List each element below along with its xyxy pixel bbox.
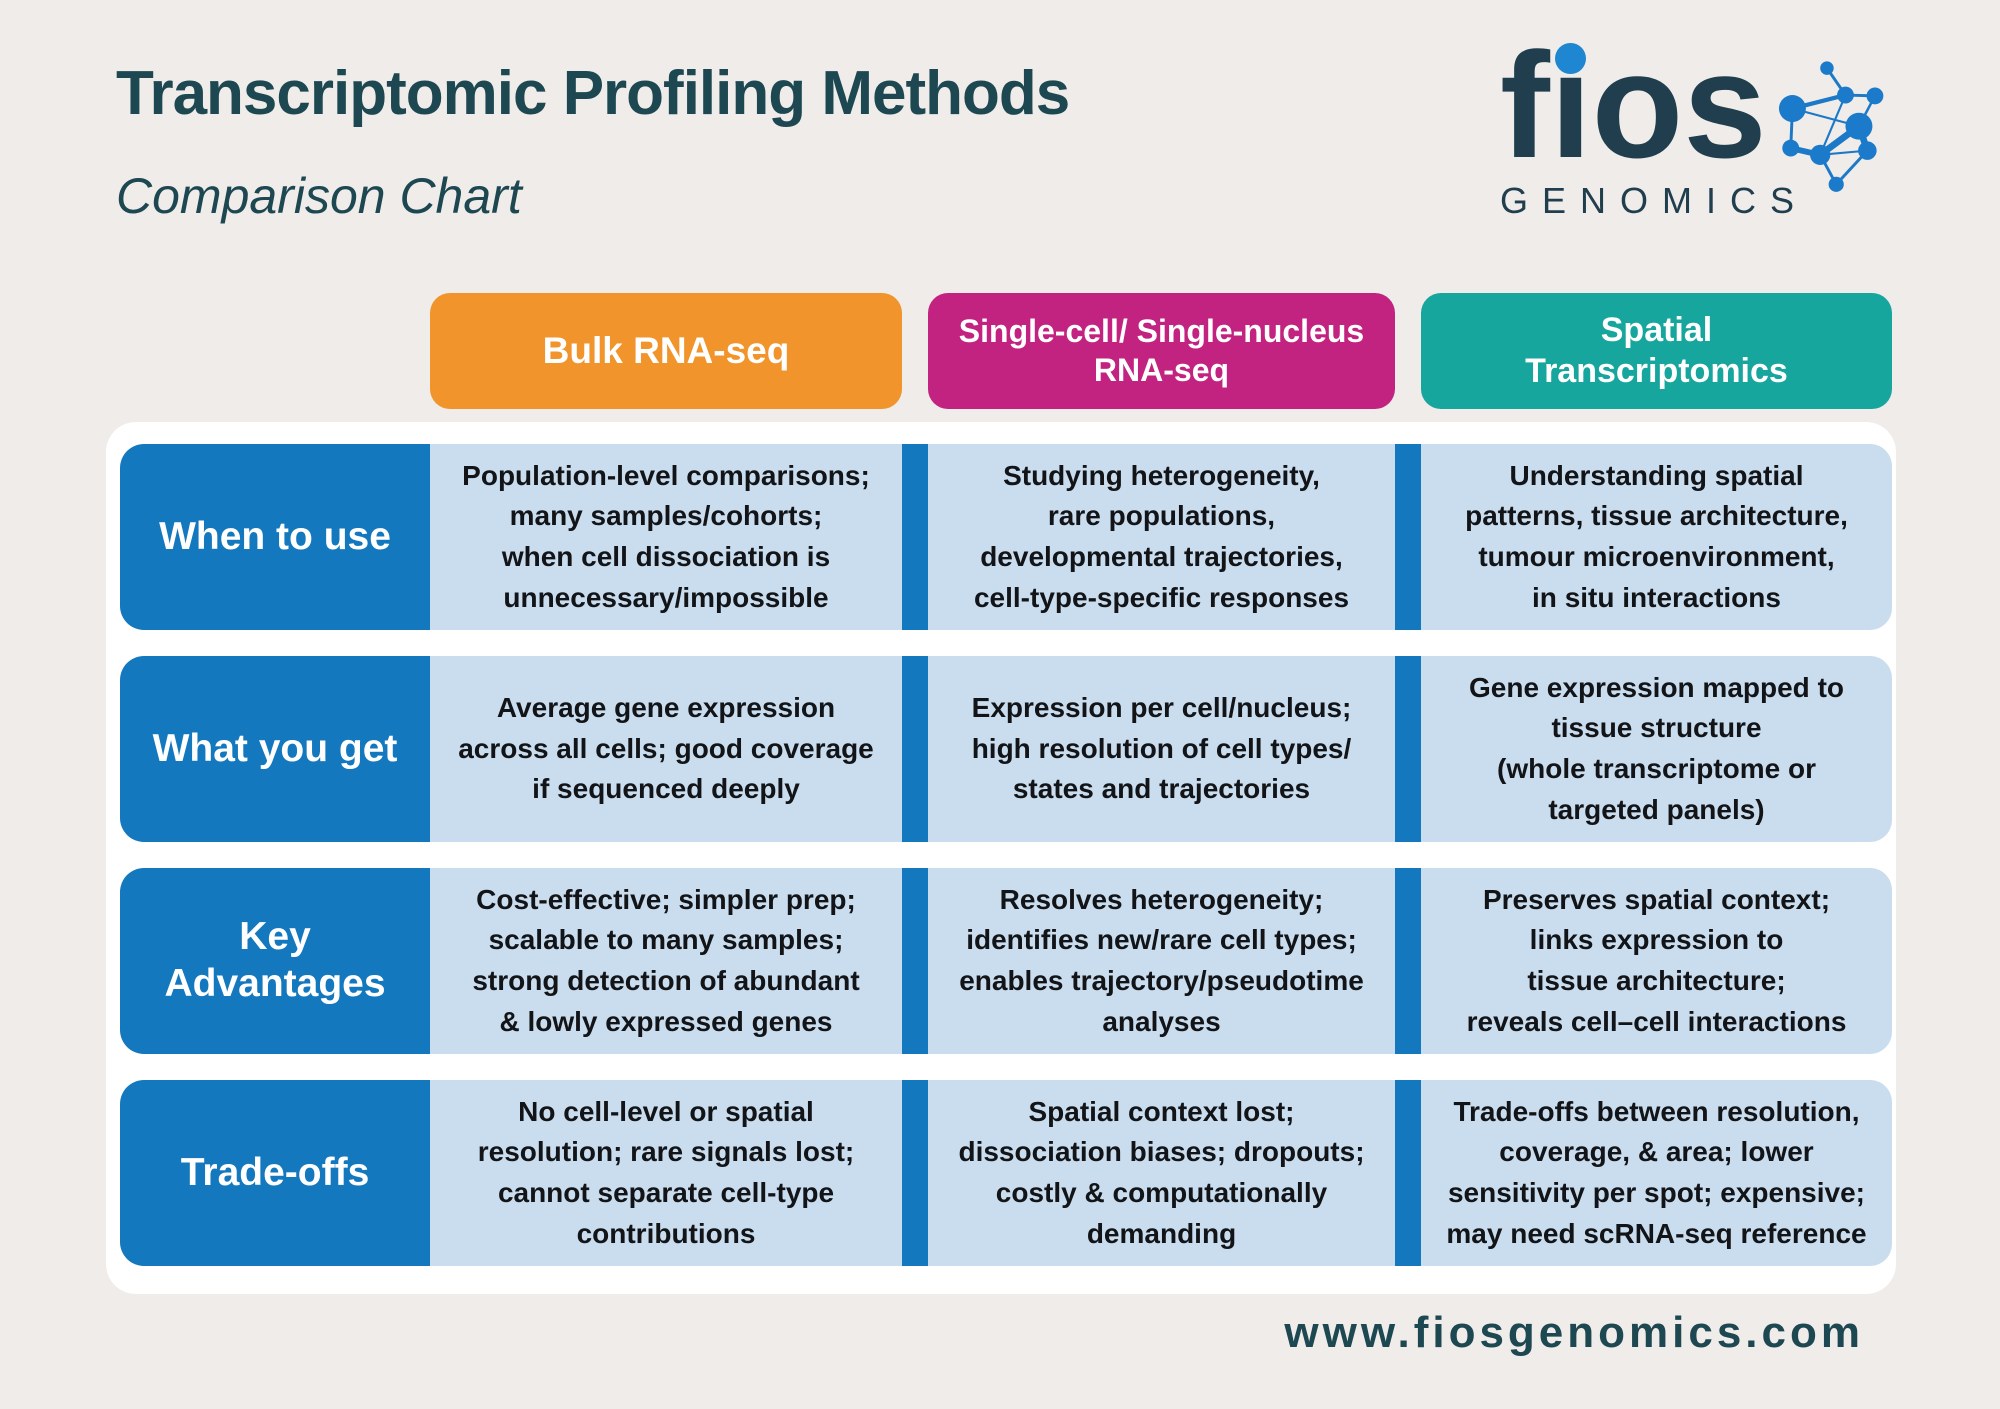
- table-cell: Preserves spatial context; links express…: [1421, 868, 1892, 1054]
- comparison-table: When to use Population-level comparisons…: [120, 444, 1892, 1266]
- table-cell: Studying heterogeneity, rare populations…: [928, 444, 1395, 630]
- table-cell: Population-level comparisons; many sampl…: [430, 444, 902, 630]
- page-subtitle: Comparison Chart: [116, 168, 522, 224]
- header-titles: Transcriptomic Profiling Methods Compari…: [116, 58, 1070, 225]
- logo-letters-os: os: [1591, 21, 1767, 189]
- row-header-trade-offs: Trade-offs: [120, 1080, 430, 1266]
- table-row-trade-offs: Trade-offs No cell-level or spatial reso…: [120, 1080, 1892, 1266]
- column-header-single-cell-rna-seq: Single-cell/ Single-nucleus RNA-seq: [928, 293, 1395, 409]
- table-cell: Expression per cell/nucleus; high resolu…: [928, 656, 1395, 842]
- row-header-what-you-get: What you get: [120, 656, 430, 842]
- logo-company-name: GENOMICS: [1500, 180, 1809, 221]
- table-row-key-advantages: Key Advantages Cost-effective; simpler p…: [120, 868, 1892, 1054]
- table-cell: Trade-offs between resolution, coverage,…: [1421, 1080, 1892, 1266]
- column-header-spatial-transcriptomics: Spatial Transcriptomics: [1421, 293, 1892, 409]
- page-title: Transcriptomic Profiling Methods: [116, 59, 1070, 128]
- table-cell: Resolves heterogeneity; identifies new/r…: [928, 868, 1395, 1054]
- column-divider: [902, 444, 928, 630]
- table-cell: Gene expression mapped to tissue structu…: [1421, 656, 1892, 842]
- column-divider: [1395, 656, 1421, 842]
- row-header-when-to-use: When to use: [120, 444, 430, 630]
- table-cell: Spatial context lost; dissociation biase…: [928, 1080, 1395, 1266]
- table-row-when-to-use: When to use Population-level comparisons…: [120, 444, 1892, 630]
- table-cell: No cell-level or spatial resolution; rar…: [430, 1080, 902, 1266]
- column-divider: [1395, 444, 1421, 630]
- column-divider: [902, 656, 928, 842]
- row-header-key-advantages: Key Advantages: [120, 868, 430, 1054]
- website-url[interactable]: www.fiosgenomics.com: [1284, 1308, 1864, 1357]
- table-cell: Understanding spatial patterns, tissue a…: [1421, 444, 1892, 630]
- column-divider: [1395, 868, 1421, 1054]
- column-header-row: Bulk RNA-seq Single-cell/ Single-nucleus…: [120, 293, 1892, 409]
- column-divider: [902, 868, 928, 1054]
- table-row-what-you-get: What you get Average gene expression acr…: [120, 656, 1892, 842]
- table-cell: Cost-effective; simpler prep; scalable t…: [430, 868, 902, 1054]
- logo-letter-f: f: [1500, 21, 1550, 189]
- column-header-bulk-rna-seq: Bulk RNA-seq: [430, 293, 902, 409]
- logo-i-dot: [1554, 43, 1586, 74]
- logo-letter-i: ı: [1549, 21, 1592, 189]
- table-cell: Average gene expression across all cells…: [430, 656, 902, 842]
- network-graph-icon: [1778, 61, 1884, 192]
- column-divider: [1395, 1080, 1421, 1266]
- column-divider: [902, 1080, 928, 1266]
